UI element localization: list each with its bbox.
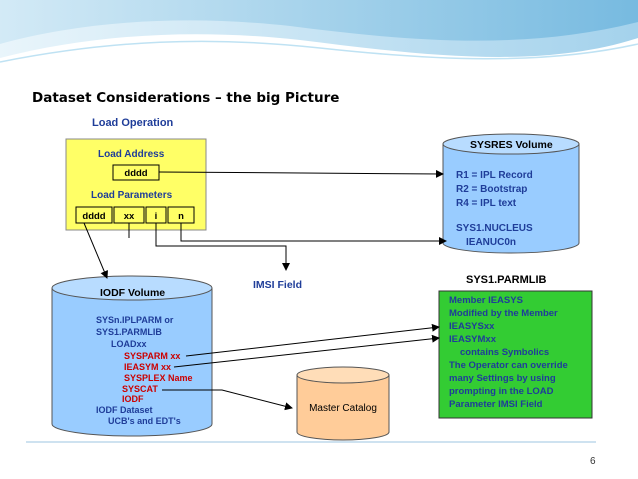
load-parameters-label: Load Parameters bbox=[91, 190, 173, 201]
parmlib-line-4: IEASYMxx bbox=[449, 334, 497, 345]
parmlib-line-5: contains Symbolics bbox=[460, 347, 549, 358]
sysres-nucleus-member: IEANUC0n bbox=[466, 237, 516, 248]
sysres-line-2: R2 = Bootstrap bbox=[456, 184, 527, 195]
load-operation-heading: Load Operation bbox=[92, 117, 174, 129]
parmlib-line-1: Member IEASYS bbox=[449, 295, 523, 306]
slide-title: Dataset Considerations – the big Picture bbox=[32, 90, 339, 106]
sysres-line-1: R1 = IPL Record bbox=[456, 170, 533, 181]
param-text-suffix: xx bbox=[124, 211, 135, 222]
parmlib-line-2: Modified by the Member bbox=[449, 308, 558, 319]
iodf-line-3: LOADxx bbox=[111, 339, 147, 349]
iodf-red-line-2: IEASYM xx bbox=[124, 362, 171, 372]
arrow-address-to-sysres bbox=[158, 169, 444, 178]
param-field-device bbox=[75, 206, 113, 224]
iodf-line-2: SYS1.PARMLIB bbox=[96, 327, 162, 337]
parmlib-line-3: IEASYSxx bbox=[449, 321, 495, 332]
master-catalog-label: Master Catalog bbox=[309, 403, 377, 414]
arrow-sysparm-to-parmlib bbox=[185, 323, 440, 357]
parmlib-line-9: Parameter IMSI Field bbox=[449, 399, 543, 410]
iodf-red-line-5: IODF bbox=[122, 394, 144, 404]
load-address-label: Load Address bbox=[98, 149, 165, 160]
parmlib-line-8: prompting in the LOAD bbox=[449, 386, 554, 397]
sysres-title: SYSRES Volume bbox=[470, 139, 553, 151]
sysres-volume-cylinder bbox=[442, 133, 580, 254]
iodf-red-line-1: SYSPARM xx bbox=[124, 351, 180, 361]
parmlib-heading: SYS1.PARMLIB bbox=[466, 274, 547, 286]
iodf-bottom-line-2: UCB's and EDT's bbox=[108, 416, 181, 426]
arrow-nucleus-to-sysres bbox=[180, 223, 447, 245]
iodf-red-line-4: SYSCAT bbox=[122, 384, 158, 394]
connector-arrows bbox=[83, 169, 447, 411]
header-wave-decoration bbox=[0, 0, 638, 63]
param-text-imsi: i bbox=[155, 211, 158, 222]
iodf-red-line-3: SYSPLEX Name bbox=[124, 373, 193, 383]
arrow-imsi-to-field bbox=[155, 223, 290, 271]
iodf-title: IODF Volume bbox=[100, 287, 165, 299]
parmlib-line-7: many Settings by using bbox=[449, 373, 556, 384]
sysres-line-3: R4 = IPL text bbox=[456, 198, 517, 209]
iodf-bottom-line-1: IODF Dataset bbox=[96, 405, 153, 415]
load-address-value: dddd bbox=[124, 168, 147, 179]
param-text-nucleus: n bbox=[178, 211, 184, 222]
parmlib-box bbox=[438, 290, 593, 419]
parmlib-line-6: The Operator can override bbox=[449, 360, 568, 371]
sysres-nucleus: SYS1.NUCLEUS bbox=[456, 223, 533, 234]
iodf-line-1: SYSn.IPLPARM or bbox=[96, 315, 174, 325]
arrow-syscat-to-master-catalog bbox=[162, 389, 293, 411]
page-number: 6 bbox=[590, 456, 596, 467]
master-catalog-cylinder bbox=[296, 366, 390, 441]
arrow-ieasym-to-parmlib bbox=[173, 334, 440, 368]
arrow-device-to-iodf bbox=[83, 222, 108, 279]
param-text-device: dddd bbox=[82, 211, 105, 222]
imsi-field-label: IMSI Field bbox=[253, 279, 302, 291]
iodf-volume-cylinder bbox=[51, 275, 213, 437]
